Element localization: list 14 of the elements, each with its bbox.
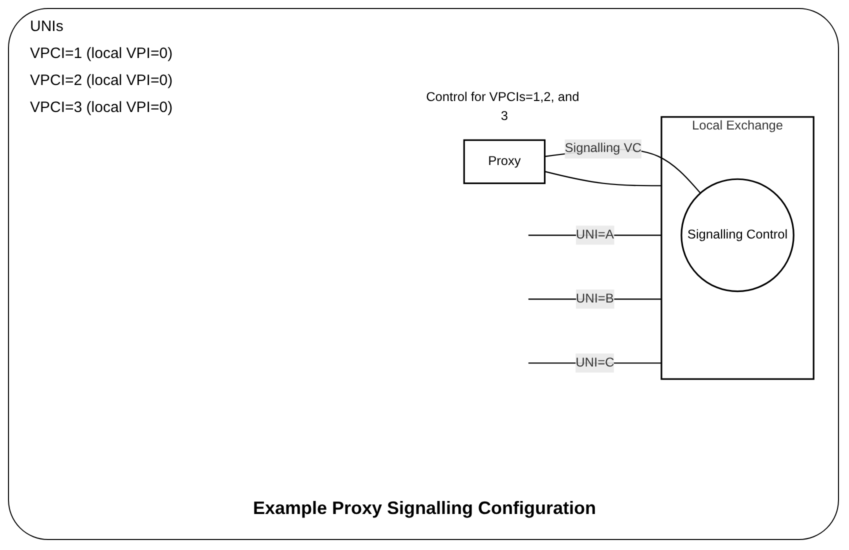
edge-label: UNI=B (576, 292, 614, 306)
connector (544, 170, 662, 186)
text-label: VPCI=2 (local VPI=0) (30, 72, 174, 89)
edge-label: UNI=A (576, 228, 614, 242)
text-label: VPCI=1 (local VPI=0) (30, 45, 174, 62)
caption: Example Proxy Signalling Configuration (252, 498, 598, 519)
node-label: Control for VPCIs=1,2, and 3 (426, 90, 580, 124)
text-label: VPCI=3 (local VPI=0) (30, 99, 174, 116)
edge-label: UNI=C (576, 356, 614, 370)
edge-label: Signalling VC (564, 142, 642, 156)
node-circle: Signalling Control (680, 178, 794, 292)
connector (544, 148, 701, 194)
text-label: UNIs (30, 18, 64, 35)
node-box: Proxy (463, 139, 546, 184)
